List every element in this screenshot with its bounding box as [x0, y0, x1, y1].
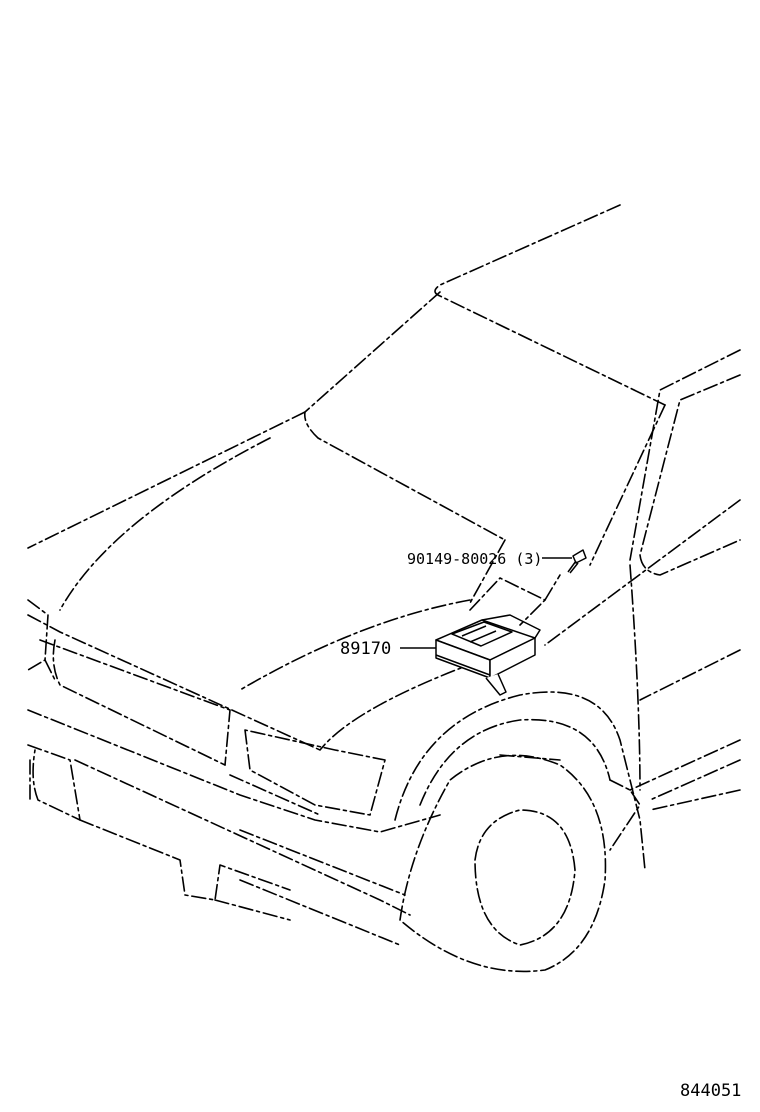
bolt-part-number: 90149-80026 (3) [407, 550, 542, 568]
bolt-icon [567, 549, 587, 574]
vehicle-outline [27, 204, 741, 973]
diagram-id: 844051 [680, 1081, 741, 1101]
control-module [435, 614, 541, 696]
module-part-number: 89170 [340, 639, 391, 659]
